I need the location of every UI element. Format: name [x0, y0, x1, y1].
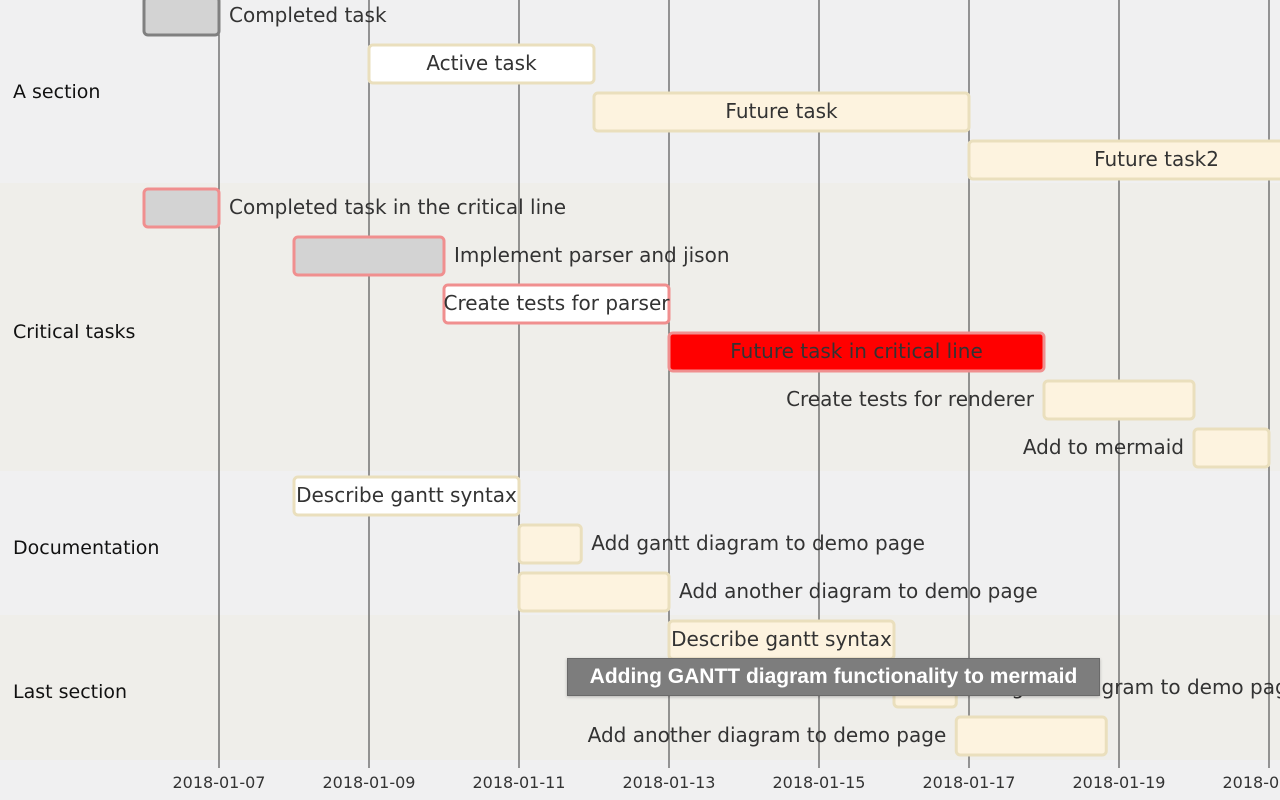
- task-label: Create tests for parser: [444, 291, 671, 315]
- task-bar: [1192, 427, 1271, 469]
- section-label: A section: [13, 81, 101, 103]
- section-band: [0, 183, 1280, 471]
- task-label: Add gantt diagram to demo page: [591, 531, 925, 555]
- task-bar: [1042, 379, 1196, 421]
- section-label: Critical tasks: [13, 321, 136, 343]
- x-tick-label: 2018-01-15: [773, 773, 866, 792]
- section-bands: [0, 0, 1280, 760]
- task-label: Describe gantt syntax: [671, 627, 892, 651]
- task-label: Add to mermaid: [1023, 435, 1184, 459]
- task-bar: [517, 571, 671, 613]
- task-bar: [667, 331, 1046, 373]
- task-bar: [292, 475, 521, 517]
- task-label: Active task: [426, 51, 537, 75]
- task-bar: [367, 43, 596, 85]
- tooltip: Adding GANTT diagram functionality to me…: [567, 658, 1100, 696]
- task-label: Completed task in the critical line: [229, 195, 566, 219]
- task-label: Add another diagram to demo page: [679, 579, 1038, 603]
- task-bar: [442, 283, 671, 325]
- section-label: Documentation: [13, 537, 160, 559]
- section-label: Last section: [13, 681, 128, 703]
- x-tick-label: 2018-01-17: [923, 773, 1016, 792]
- task-bar: [954, 715, 1108, 757]
- task-bar: [517, 523, 583, 565]
- task-label: Completed task: [229, 3, 387, 27]
- task-label: Describe gantt syntax: [296, 483, 517, 507]
- x-tick-label: 2018-01-09: [323, 773, 416, 792]
- task-bar: [592, 91, 971, 133]
- x-tick-label: 2018-01-07: [173, 773, 266, 792]
- task-label: Create tests for renderer: [786, 387, 1035, 411]
- task-bar: [292, 235, 446, 277]
- x-tick-label: 2018-01-19: [1073, 773, 1166, 792]
- task-bar: [142, 0, 221, 37]
- task-label: Add another diagram to demo page: [588, 723, 947, 747]
- x-tick-label: 2018-01-11: [473, 773, 566, 792]
- task-label: Implement parser and jison: [454, 243, 730, 267]
- task-label: Future task2: [1094, 147, 1219, 171]
- x-tick-label: 2018-01-21: [1223, 773, 1280, 792]
- x-tick-label: 2018-01-13: [623, 773, 716, 792]
- task-label: Future task: [725, 99, 838, 123]
- task-bar: [967, 139, 1280, 181]
- task-bar: [142, 187, 221, 229]
- task-label: Future task in critical line: [730, 339, 983, 363]
